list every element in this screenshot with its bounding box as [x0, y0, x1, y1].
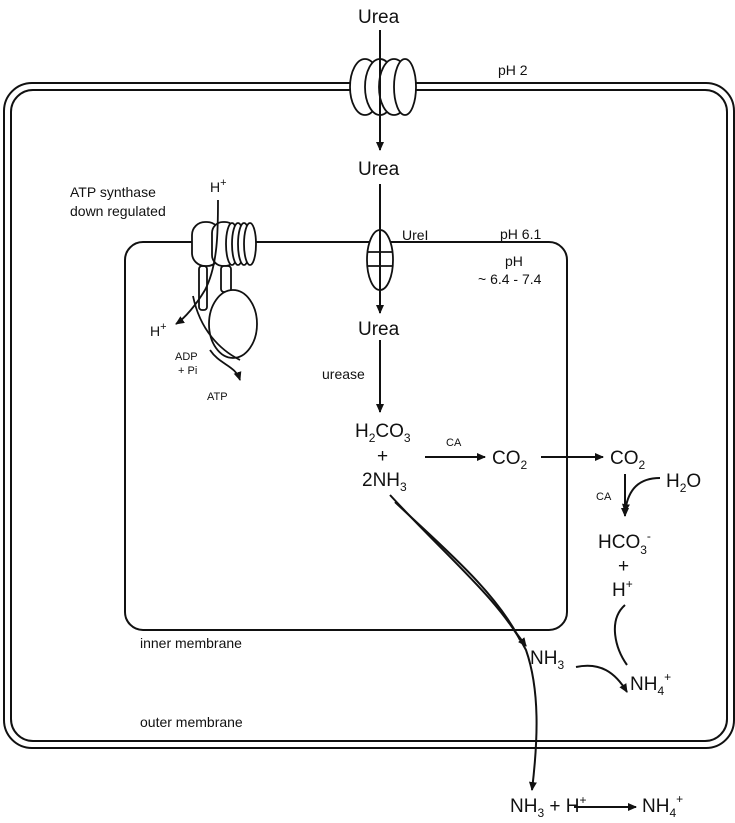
ca-label-2: CA	[596, 491, 612, 503]
urea-periplasm-label: Urea	[358, 159, 400, 180]
water-label: H2O	[666, 471, 701, 495]
urei-label: UreI	[402, 227, 428, 243]
atp-synthase-title-line1: ATP synthase	[70, 184, 156, 200]
proton-in-label: H+	[210, 177, 227, 195]
co2-outer-label: CO2	[610, 448, 646, 472]
outer-membrane	[3, 82, 735, 749]
reaction-arrows	[389, 453, 661, 811]
inner-membrane	[124, 241, 568, 631]
atp-synthase-complex	[191, 221, 258, 359]
atp-label: ATP	[207, 391, 228, 403]
reaction-plus-1: +	[377, 446, 388, 467]
adp-label: ADP	[175, 351, 198, 363]
pi-label: + Pi	[178, 365, 197, 377]
bicarbonate-label: HCO3-	[598, 529, 651, 557]
ammonia-products-label: 2NH3	[362, 470, 407, 494]
carbonic-acid-label: H2CO3	[355, 421, 411, 445]
outer-urea-channel	[349, 58, 417, 116]
nh3-peri-label: NH3	[530, 648, 564, 672]
atp-synthase-flow-arrows	[175, 199, 242, 381]
atp-synthase-title-line2: down regulated	[70, 203, 166, 219]
outside-nh4-label: NH4+	[642, 792, 683, 820]
periplasm-ph-label: pH 6.1	[500, 226, 541, 242]
inner-membrane-label: inner membrane	[140, 635, 242, 651]
urease-label: urease	[322, 366, 365, 382]
ca-label-1: CA	[446, 437, 462, 449]
proton-out-label: H+	[150, 321, 167, 339]
cytoplasm-ph-range: ~ 6.4 - 7.4	[478, 271, 542, 287]
outer-membrane-label: outer membrane	[140, 714, 243, 730]
nh4-peri-label: NH4+	[630, 670, 671, 698]
urea-outside-label: Urea	[358, 7, 400, 28]
outside-nh3-label: NH3 + H+	[510, 793, 587, 820]
reaction-plus-2: +	[618, 556, 629, 577]
co2-inner-label: CO2	[492, 448, 528, 472]
outside-ph-label: pH 2	[498, 62, 528, 78]
proton-peri-label: H+	[612, 577, 633, 601]
cytoplasm-ph-label: pH	[505, 253, 523, 269]
urea-cytoplasm-label: Urea	[358, 319, 400, 340]
